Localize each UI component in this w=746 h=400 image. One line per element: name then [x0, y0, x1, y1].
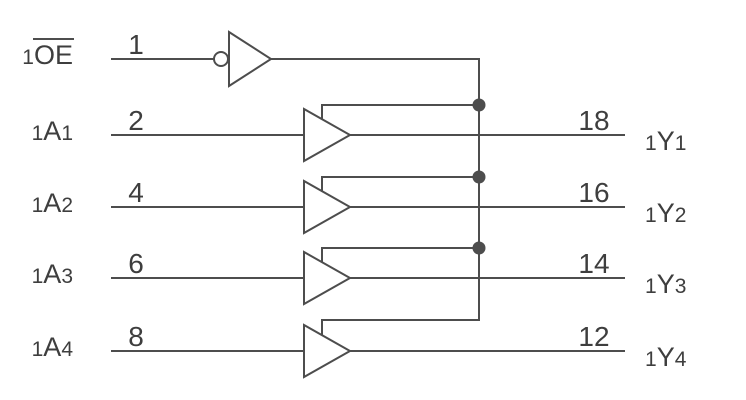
buffer-3-input-label: 1A3	[32, 259, 73, 289]
buffer-2-output-label: 1Y2	[645, 198, 686, 228]
oe-inverter-bubble	[213, 51, 229, 67]
buffer-1-input-pin: 2	[128, 105, 144, 136]
buffer-3-input-pin: 6	[128, 248, 144, 279]
buffer-2-input-pin: 4	[128, 177, 144, 208]
buffer-4-input-pin: 8	[128, 321, 144, 352]
buffer-4-input-label: 1A4	[32, 332, 74, 362]
buffer-1-output-pin: 18	[578, 105, 609, 136]
buffer-4-output-pin: 12	[578, 321, 609, 352]
buffer-2-input-label: 1A2	[32, 188, 73, 218]
junction-dot-3	[472, 241, 486, 255]
junction-dot-2	[472, 170, 486, 184]
buffer-1-input-label: 1A1	[32, 116, 73, 146]
buffer-3-output-label: 1Y3	[645, 269, 686, 299]
buffer-1-enable-wire	[321, 104, 479, 121]
buffer-1-triangle	[303, 107, 353, 163]
oe-inverter-triangle	[228, 30, 273, 88]
enable-bus-wire	[271, 58, 480, 336]
oe-pin-number: 1	[128, 29, 144, 60]
buffer-4-triangle	[303, 323, 353, 379]
buffer-2-enable-wire	[321, 176, 479, 193]
buffer-3-enable-wire	[321, 247, 479, 264]
buffer-3-triangle	[303, 250, 353, 306]
buffer-2-triangle	[303, 179, 353, 235]
buffer-1-output-label: 1Y1	[645, 126, 686, 156]
buffer-3-output-pin: 14	[578, 248, 609, 279]
buffer-4-output-label: 1Y4	[645, 342, 687, 372]
buffer-2-output-pin: 16	[578, 177, 609, 208]
oe-signal-label: 1OE	[22, 40, 73, 70]
junction-dot-1	[472, 98, 486, 112]
